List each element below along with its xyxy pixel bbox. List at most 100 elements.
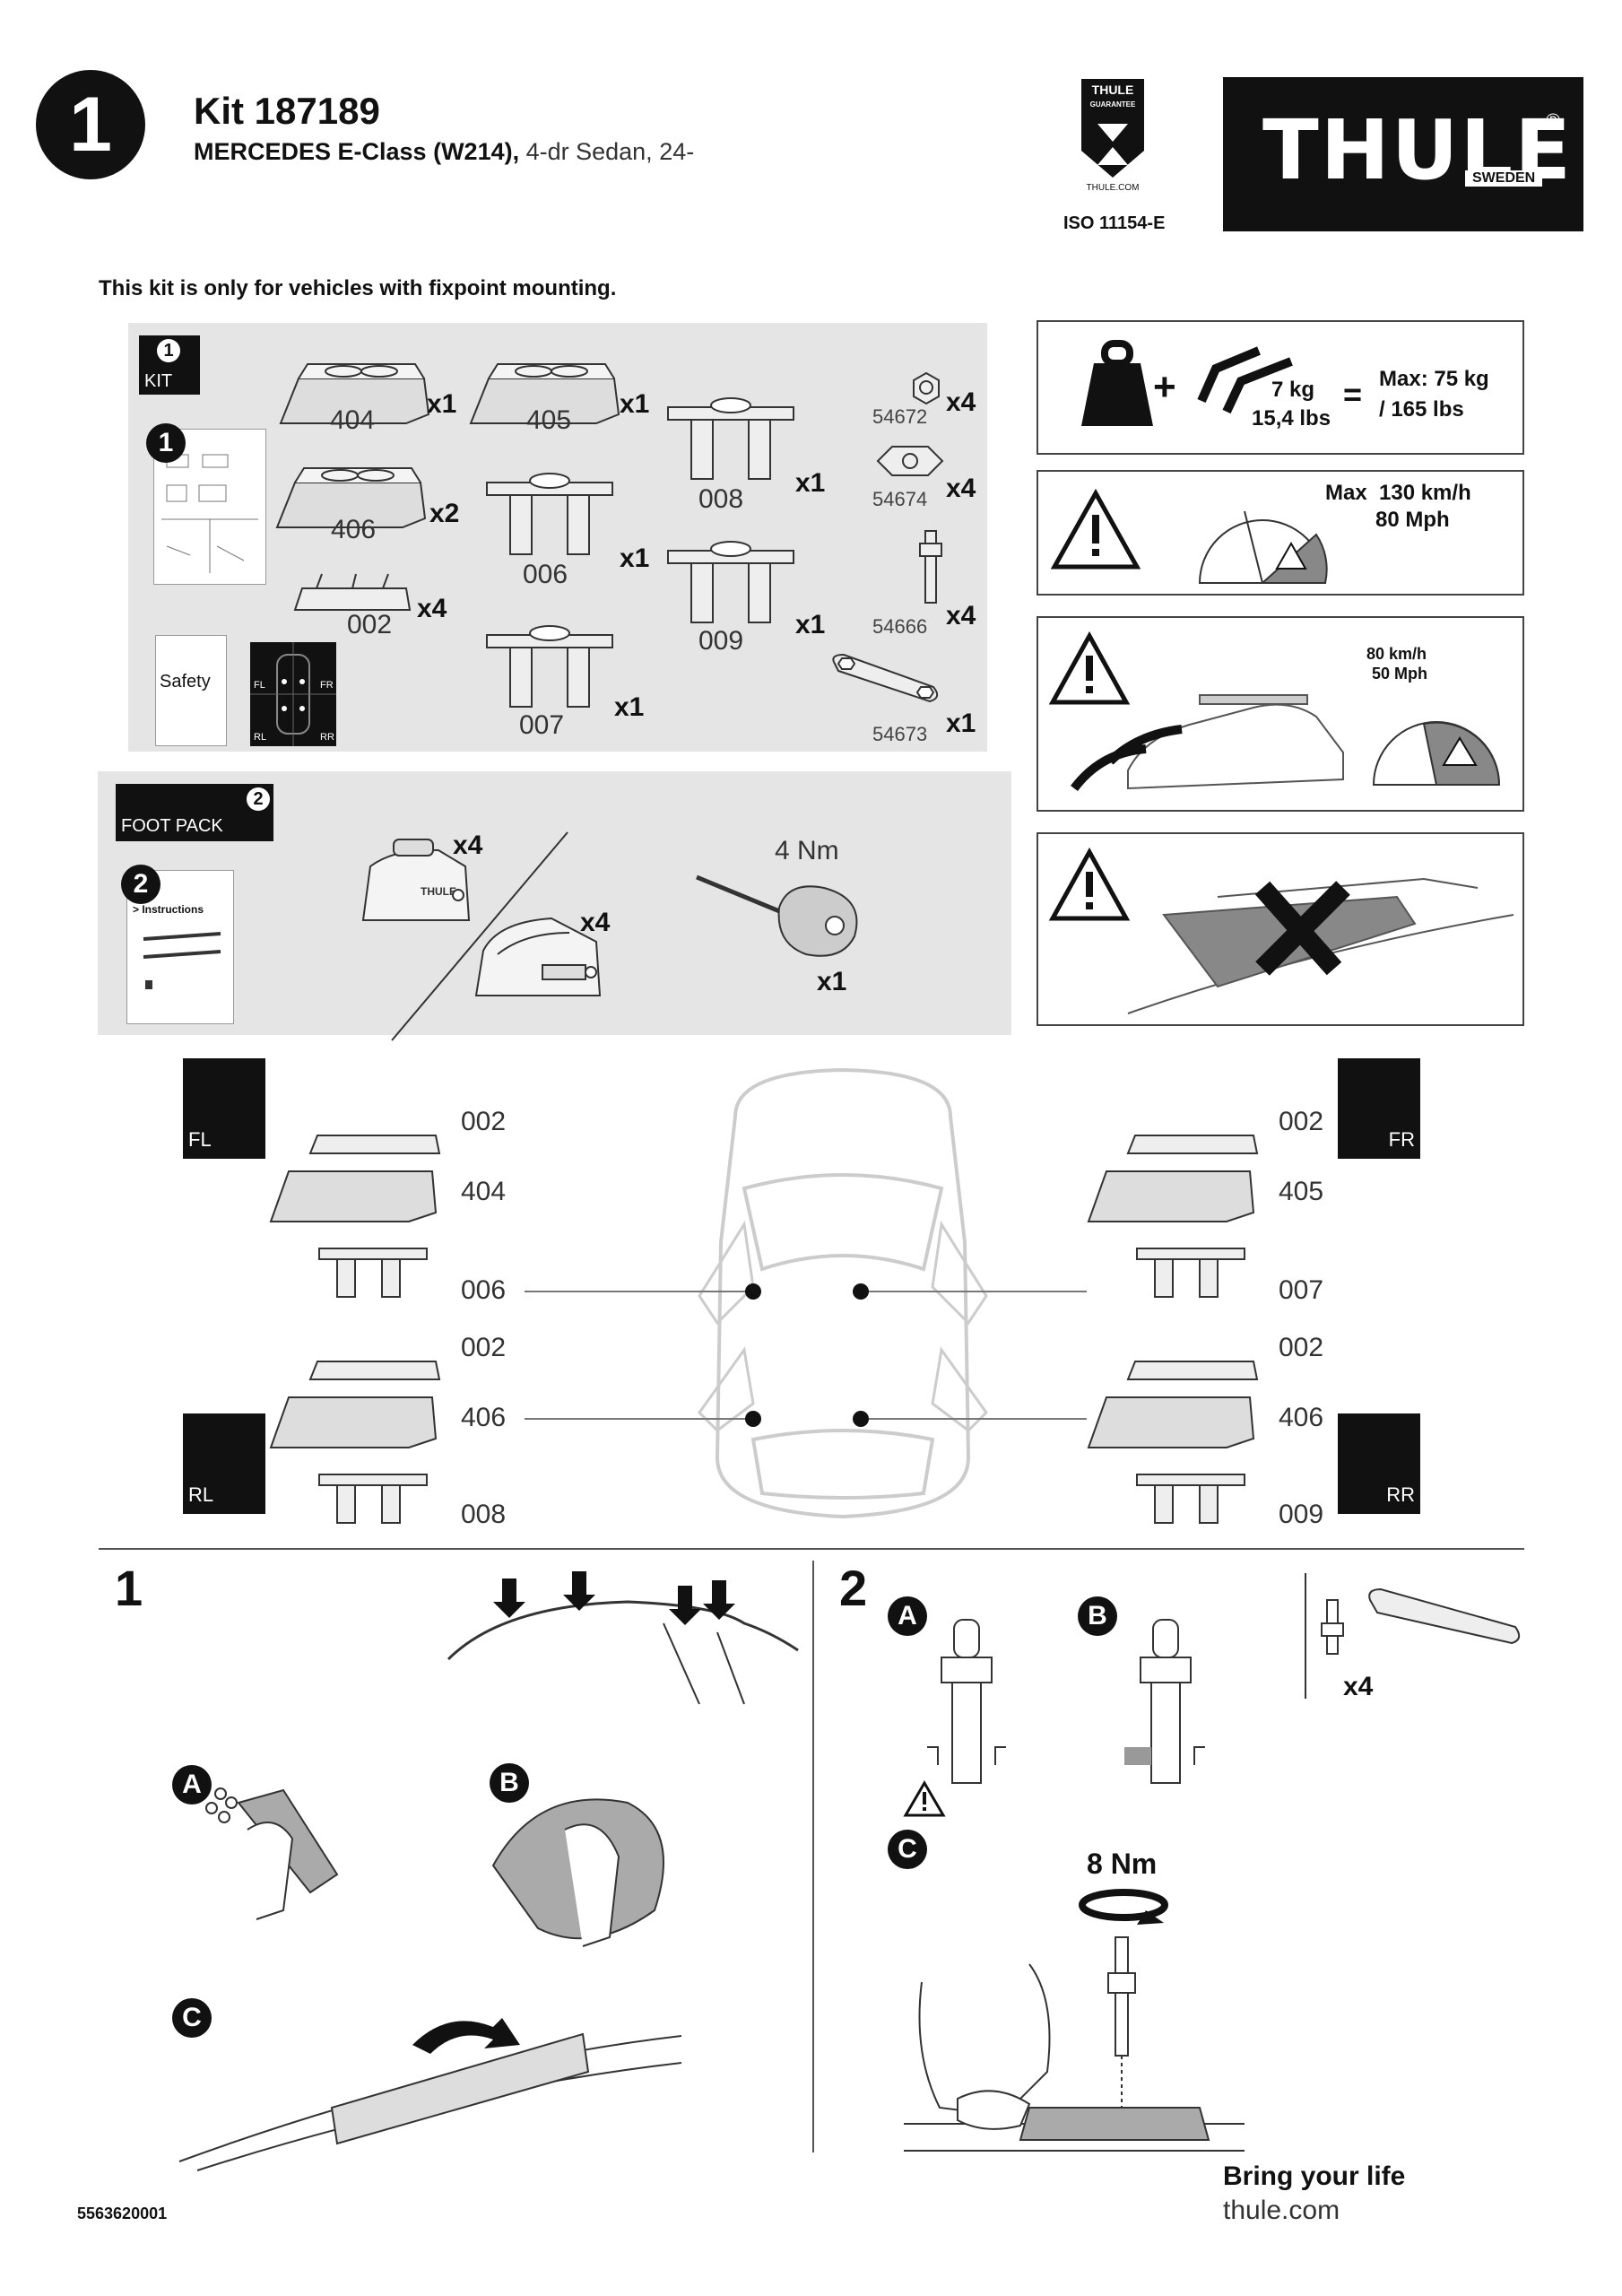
- foot-wingbar-icon: [474, 917, 602, 996]
- car-weight: 7 kg: [1271, 378, 1315, 402]
- part-code: 008: [698, 484, 744, 514]
- iso-standard: ISO 11154-E: [1063, 213, 1166, 233]
- foot-qty-a: x4: [453, 831, 483, 860]
- car-weight-lbs: 15,4 lbs: [1252, 406, 1331, 430]
- svg-text:THULE: THULE: [421, 885, 456, 898]
- car-roof-arrows-icon: [447, 1571, 799, 1705]
- warning-triangle-icon: [1048, 847, 1131, 921]
- rr-mid-code: 406: [1279, 1403, 1324, 1432]
- part-code: 009: [698, 626, 744, 656]
- bolt-incorrect-icon: [927, 1619, 1006, 1784]
- doc-number: 5563620001: [77, 2205, 168, 2222]
- step-1b-badge: B: [490, 1763, 529, 1803]
- foot-pack-panel: 2 FOOT PACK > Instructions 2 THULE x4 x4…: [98, 771, 1011, 1041]
- corner-fr: FR: [320, 680, 334, 691]
- rl-bottom-code: 008: [461, 1500, 507, 1529]
- foot-pack-badge: 2 FOOT PACK: [116, 784, 273, 841]
- rotate-arrow-icon: [1079, 1889, 1168, 1925]
- car-topview-outline: [698, 1067, 988, 1519]
- pad-406-icon: [275, 467, 427, 528]
- load-info-box: + 7 kg 15,4 lbs = Max: 75 kg / 165 lbs: [1037, 320, 1524, 455]
- speed2-mph: 50 Mph: [1372, 665, 1428, 683]
- part-qty: x4: [946, 387, 976, 417]
- warning-triangle-icon: [903, 1780, 946, 1817]
- part-qty: x1: [795, 610, 826, 639]
- rl-mid-code: 406: [461, 1403, 507, 1432]
- stack-fr-icon: [1087, 1135, 1259, 1298]
- vehicle-body: 4-dr Sedan, 24-: [519, 138, 695, 165]
- booklet-instructions: > Instructions: [133, 903, 204, 916]
- cleaning-spray-icon: [205, 1787, 339, 1920]
- foot-pack-booklet-num: 2: [121, 865, 160, 904]
- part-qty: x4: [946, 601, 976, 631]
- rr-top-code: 002: [1279, 1333, 1324, 1362]
- fixpoint-lines: [525, 1283, 1087, 1427]
- corner-tag-label: RR: [1386, 1483, 1415, 1506]
- part-code: 54672: [872, 405, 928, 428]
- foot-torque: 4 Nm: [775, 836, 839, 865]
- foot-qty-b: x4: [580, 908, 611, 937]
- logo-subtext: SWEDEN: [1465, 170, 1543, 187]
- nut-54672-icon: [913, 371, 940, 405]
- footer-tagline: Bring your life: [1223, 2161, 1406, 2191]
- part-code: 405: [526, 405, 572, 435]
- kit-booklet-num: 1: [146, 423, 186, 463]
- corner-tag-rl: RL: [183, 1413, 265, 1514]
- safety-booklet: Safety: [155, 635, 227, 746]
- column-divider: [812, 1561, 814, 2152]
- part-qty: x1: [620, 544, 650, 573]
- part-code: 406: [331, 515, 377, 544]
- hardware-group-icon: [1305, 1573, 1521, 1699]
- part-code: 54666: [872, 615, 928, 638]
- fr-bottom-code: 007: [1279, 1275, 1324, 1305]
- speed2-kmh: 80 km/h: [1366, 645, 1427, 663]
- stack-rl-icon: [269, 1361, 441, 1524]
- stack-fl-icon: [269, 1135, 441, 1298]
- step-2-number: 2: [839, 1560, 868, 1616]
- footer-url[interactable]: thule.com: [1223, 2196, 1340, 2225]
- vehicle-model: MERCEDES E-Class (W214),: [194, 138, 520, 165]
- foot-evo-icon: THULE: [361, 839, 471, 921]
- plus-sign: +: [1153, 365, 1176, 409]
- corner-tag-rr: RR: [1338, 1413, 1420, 1514]
- guarantee-shield-icon: [1081, 79, 1144, 178]
- step-2b-badge: B: [1078, 1596, 1117, 1636]
- spacer-002-icon: [293, 573, 412, 611]
- guarantee-url: THULE.COM: [1086, 183, 1140, 193]
- tool-qty: x1: [817, 967, 847, 996]
- corner-tag-fr: FR: [1338, 1058, 1420, 1159]
- stack-rr-icon: [1087, 1361, 1259, 1524]
- safety-label: Safety: [160, 672, 211, 691]
- corner-tag-fl: FL: [183, 1058, 265, 1159]
- part-code: 404: [330, 405, 376, 435]
- key-54673-icon: [832, 653, 939, 703]
- part-code: 54673: [872, 723, 928, 745]
- guarantee-text: GUARANTEE: [1089, 100, 1136, 109]
- pad-404-icon: [279, 363, 430, 424]
- bolt-correct-icon: [1124, 1619, 1205, 1784]
- part-qty: x1: [795, 468, 826, 498]
- bolt-54666-icon: [919, 530, 942, 604]
- weight-icon: [1081, 340, 1153, 426]
- foot-pack-badge-num: 2: [247, 787, 270, 811]
- part-code: 007: [519, 710, 565, 740]
- roof-bars-icon: [1197, 346, 1293, 414]
- fr-mid-code: 405: [1279, 1177, 1324, 1206]
- part-code: 006: [523, 560, 568, 589]
- speedometer-icon: [1372, 721, 1501, 786]
- logo-registered: ®: [1546, 109, 1561, 132]
- speedometer-icon: [1198, 510, 1328, 584]
- part-qty: x1: [614, 692, 645, 722]
- kit-badge-num: 1: [157, 339, 180, 362]
- warning-triangle-icon: [1048, 631, 1131, 705]
- fixpoint-notice: This kit is only for vehicles with fixpo…: [99, 276, 617, 300]
- torque-install-icon: [904, 1936, 1245, 2152]
- divider-slash: [391, 831, 568, 1041]
- part-qty: x1: [620, 389, 650, 419]
- fl-mid-code: 404: [461, 1177, 507, 1206]
- corner-fl: FL: [254, 680, 265, 691]
- kit-title: Kit 187189: [194, 90, 380, 132]
- corner-tag-label: RL: [188, 1483, 214, 1506]
- corner-tag-label: FR: [1388, 1128, 1415, 1151]
- foot-pack-label: FOOT PACK: [121, 816, 223, 836]
